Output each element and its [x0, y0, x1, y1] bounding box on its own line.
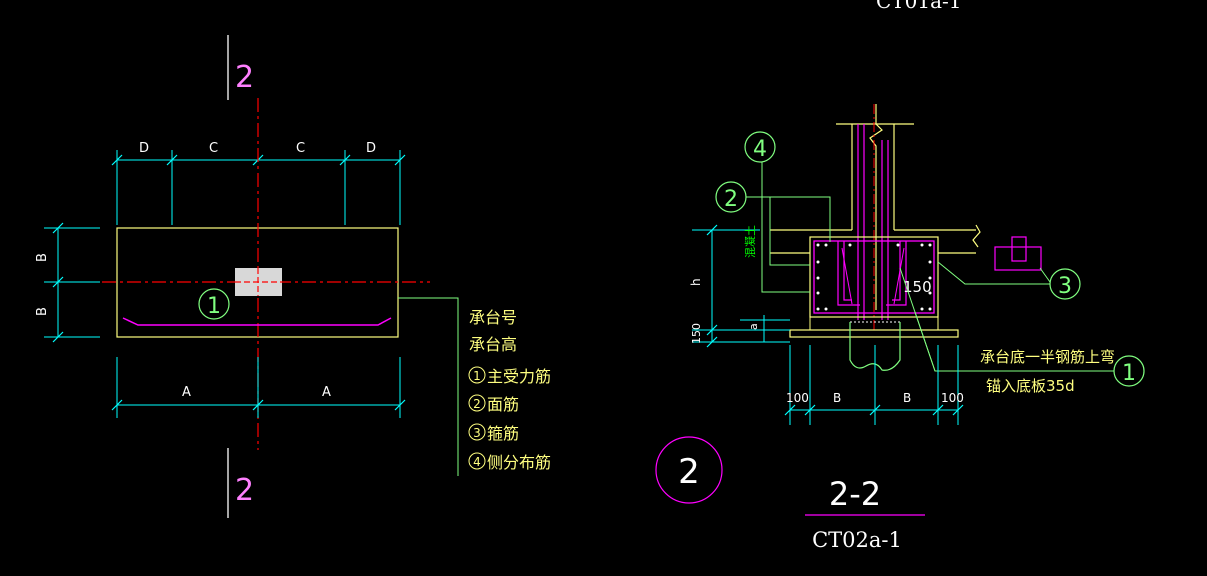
dim-sec-b1: B	[833, 391, 841, 405]
svg-text:3: 3	[473, 426, 481, 440]
side-note: 混凝土	[743, 225, 757, 258]
callout-1-num: 1	[1122, 361, 1136, 386]
dim-a-label: a	[747, 323, 760, 330]
svg-text:2: 2	[473, 397, 481, 411]
dim-top-c2: C	[296, 141, 305, 156]
dim-bottom-a1: A	[182, 385, 191, 400]
svg-text:面筋: 面筋	[487, 395, 519, 414]
section-title: 2-2	[829, 475, 881, 513]
dim-top-c1: C	[209, 141, 218, 156]
callout-2-num: 2	[724, 187, 738, 212]
section-mark-top: 2	[235, 60, 254, 95]
inner-150-label: 150	[903, 278, 932, 296]
dim-bottom-a2: A	[322, 385, 331, 400]
svg-text:4: 4	[473, 455, 481, 469]
stirrup	[813, 240, 935, 314]
dim-h-label: h	[689, 278, 703, 286]
section-view: 150 h 150 a 混凝土 4 2	[655, 104, 1145, 552]
detail-bubble	[655, 436, 723, 504]
legend-line1: 承台号	[469, 308, 517, 327]
callout-4-circle	[744, 131, 776, 163]
section-mark-bottom: 2	[235, 473, 254, 508]
dim-left-b1: B	[35, 253, 50, 262]
legend-line2: 承台高	[469, 335, 517, 354]
callout-4-num: 4	[753, 137, 767, 162]
break-line	[869, 104, 883, 310]
legend-item-3: 3 箍筋	[468, 423, 519, 443]
dim-left-b2: B	[35, 307, 50, 316]
pile-cap-section	[809, 236, 939, 318]
note-line2: 锚入底板35d	[986, 377, 1075, 395]
legend-item-2: 2 面筋	[468, 394, 519, 414]
main-rebar	[122, 317, 392, 326]
svg-text:箍筋: 箍筋	[487, 424, 519, 443]
note-line1: 承台底一半钢筋上弯	[980, 348, 1115, 366]
plan-view: 2 2 D C C D B B	[35, 35, 551, 518]
stirrup-detail	[994, 246, 1042, 271]
detail-bubble-num: 2	[678, 452, 700, 492]
callout-3-num: 3	[1058, 274, 1072, 299]
plan-callout-num: 1	[207, 294, 221, 319]
dim-sec-100-right: 100	[941, 391, 964, 405]
dim-top-d2: D	[366, 141, 376, 156]
top-title-cut: CT01a-1	[876, 0, 962, 13]
svg-text:1: 1	[473, 369, 481, 383]
legend-leader	[398, 297, 459, 476]
legend-item-1: 1 主受力筋	[468, 366, 551, 386]
dim-top-d1: D	[139, 141, 149, 156]
plan-callout-circle	[198, 288, 230, 320]
cushion-layer	[789, 329, 959, 338]
dim-150-label: 150	[690, 323, 703, 344]
section-subtitle: CT02a-1	[812, 528, 902, 552]
svg-text:主受力筋: 主受力筋	[487, 367, 551, 386]
dim-sec-b2: B	[903, 391, 911, 405]
legend-item-4: 4 侧分布筋	[468, 452, 551, 472]
svg-text:侧分布筋: 侧分布筋	[487, 453, 551, 472]
dim-sec-100-left: 100	[786, 391, 809, 405]
